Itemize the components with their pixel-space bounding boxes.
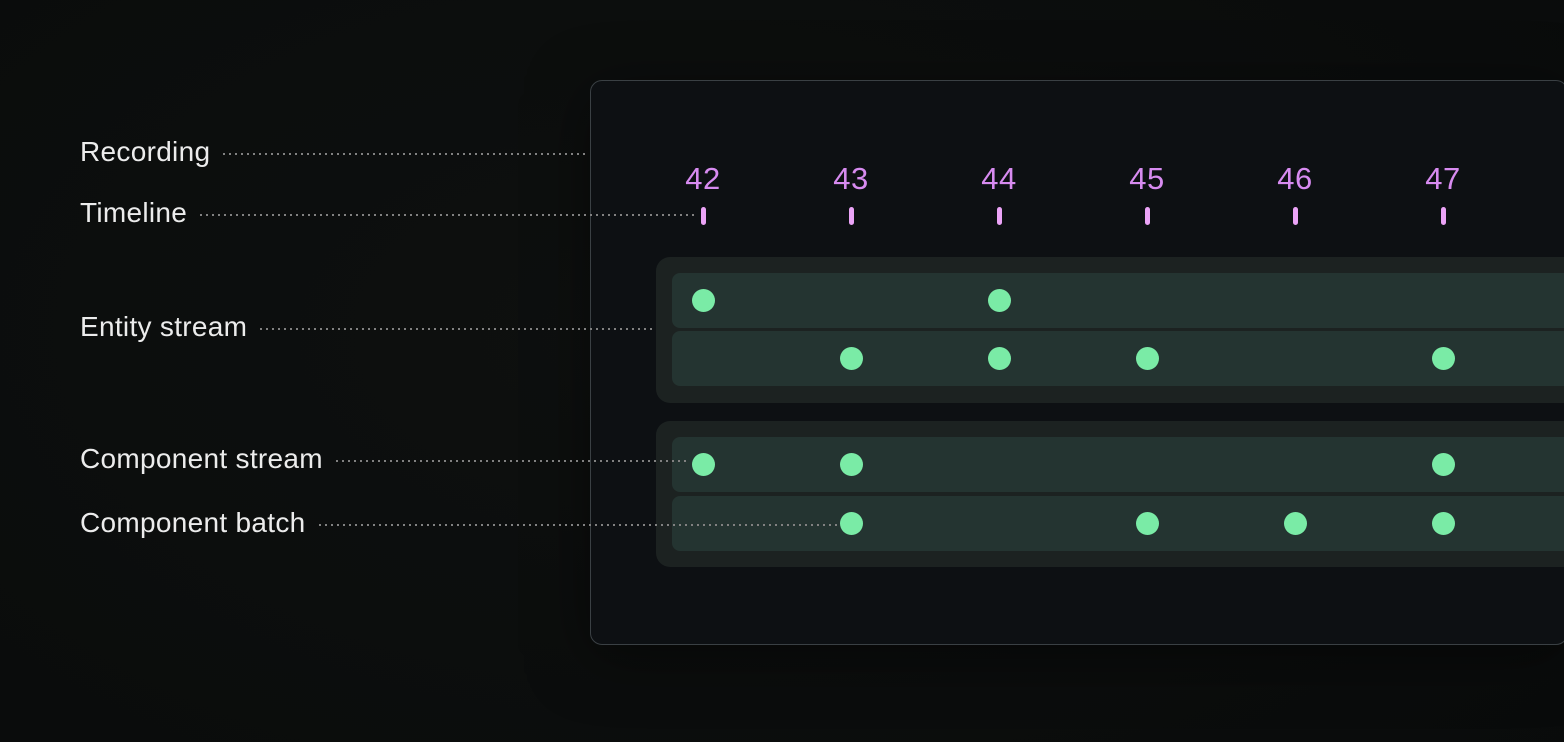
event-dot xyxy=(839,453,863,476)
event-dot xyxy=(691,453,715,476)
event-dot xyxy=(1431,347,1455,370)
timeline-tick-label: 42 xyxy=(685,161,721,196)
component-stream-row xyxy=(672,273,1564,328)
event-dot xyxy=(987,289,1011,312)
event-dot xyxy=(1431,453,1455,476)
timeline-tick-mark xyxy=(848,207,854,225)
component-stream-row xyxy=(672,437,1564,492)
timeline-tick-mark xyxy=(1144,207,1150,225)
timeline-tick-label: 45 xyxy=(1129,161,1165,196)
event-dot xyxy=(1135,512,1159,535)
leader-line xyxy=(260,328,654,330)
event-dot xyxy=(839,512,863,535)
component-stream-row xyxy=(672,331,1564,386)
timeline-tick-label: 44 xyxy=(981,161,1017,196)
legend-row-entity-stream: Entity stream xyxy=(80,309,654,345)
leader-line xyxy=(200,214,697,216)
legend-row-timeline: Timeline xyxy=(80,195,697,231)
timeline-tick-label: 47 xyxy=(1425,161,1461,196)
legend-label-component-stream: Component stream xyxy=(80,443,323,474)
legend-label-recording: Recording xyxy=(80,136,211,167)
event-dot xyxy=(1283,512,1307,535)
legend-row-component-stream: Component stream xyxy=(80,441,686,477)
event-dot xyxy=(1431,512,1455,535)
leader-line xyxy=(223,153,588,155)
component-batch-row xyxy=(672,496,1564,551)
event-dot xyxy=(1135,347,1159,370)
leader-line xyxy=(335,460,686,462)
legend-label-component-batch: Component batch xyxy=(80,507,306,538)
timeline-tick-mark xyxy=(1440,207,1446,225)
timeline-tick-mark xyxy=(1292,207,1298,225)
legend-label-entity-stream: Entity stream xyxy=(80,311,248,342)
legend-row-component-batch: Component batch xyxy=(80,505,838,541)
event-dot xyxy=(691,289,715,312)
timeline-tick-mark xyxy=(700,207,706,225)
timeline-tick-mark xyxy=(996,207,1002,225)
event-dot xyxy=(839,347,863,370)
leader-line xyxy=(318,524,838,526)
timeline-tick-label: 46 xyxy=(1277,161,1313,196)
legend-row-recording: Recording xyxy=(80,134,588,170)
event-dot xyxy=(987,347,1011,370)
timeline-tick-label: 43 xyxy=(833,161,869,196)
legend-label-timeline: Timeline xyxy=(80,197,188,228)
